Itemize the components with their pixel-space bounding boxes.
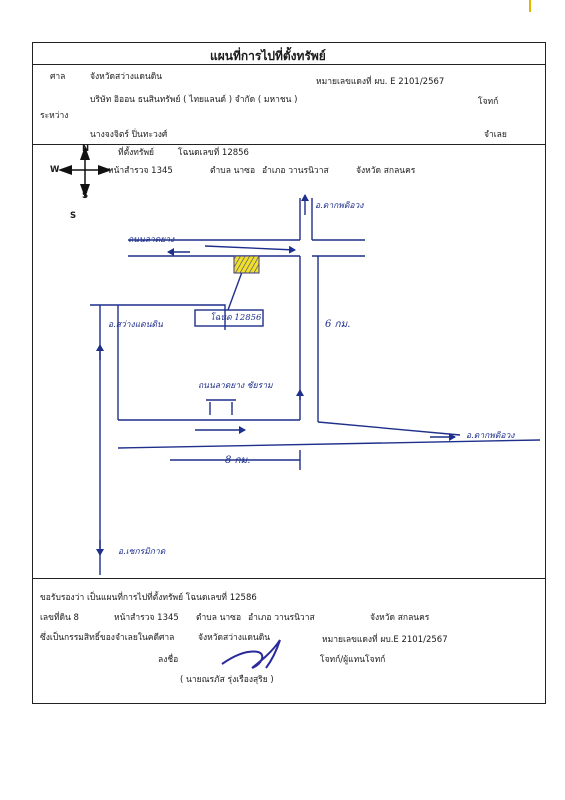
map-label-distance-right: 6 กม.: [325, 319, 351, 330]
footer-court: จังหวัดสว่างแดนดิน: [198, 633, 271, 643]
map-label-left-road: อ.สว่างแดนดิน: [108, 320, 163, 330]
map-label-deed: โฉนด 12856: [210, 313, 262, 323]
defendant-label: จำเลย: [484, 130, 507, 140]
outer-south-label: S: [70, 211, 77, 221]
location-page: หน้าสำรวจ 1345: [108, 166, 173, 176]
footer-sign-label: ลงชื่อ: [158, 655, 179, 665]
plaintiff-label: โจทก์: [478, 97, 499, 107]
defendant-name: นางจงจิตร์ ปิ่นทะวงศ์: [90, 130, 168, 140]
footer-attorney-label: โจทก์/ผู้แทนโจทก์: [320, 655, 386, 665]
location-district: อำเภอ วานรนิวาส: [262, 166, 329, 176]
footer-signer-name: ( นายณรภัส รุ่งเรืองสุริย ): [180, 675, 274, 685]
map-label-south: อ.เซกรมิกาด: [118, 547, 166, 557]
footer-divider: [32, 578, 546, 579]
footer-page: หน้าสำรวจ 1345: [114, 613, 179, 623]
location-deed: โฉนดเลขที่ 12856: [178, 148, 249, 158]
yellow-edge-mark: [529, 0, 531, 12]
footer-certify: ขอรับรองว่า เป็นแผนที่การไปที่ตั้งทรัพย์…: [40, 593, 257, 603]
plaintiff-name: บริษัท อิออน ธนสินทรัพย์ ( ไทยแลนด์ ) จำ…: [90, 95, 298, 105]
case-number: หมายเลขแดงที่ ผบ. E 2101/2567: [316, 77, 445, 87]
map-label-east: อ.ดากพดิอวง: [466, 431, 515, 441]
property-plot: [233, 255, 260, 274]
footer-land-no: เลขที่ดิน 8: [40, 613, 79, 623]
map-label-road-middle: ถนนลาดยาง ชัยราม: [198, 381, 273, 391]
title-underline: [32, 64, 546, 65]
between-label: ระหว่าง: [40, 111, 69, 121]
court-name: จังหวัดสว่างแดนดิน: [90, 72, 163, 82]
document-frame: [32, 42, 546, 704]
location-province: จังหวัด สกลนคร: [356, 166, 416, 176]
page-title: แผนที่การไปที่ตั้งทรัพย์: [210, 49, 326, 63]
footer-case-number: หมายเลขแดงที่ ผบ.E 2101/2567: [322, 635, 448, 645]
location-label: ที่ตั้งทรัพย์: [118, 148, 155, 158]
footer-subdistrict: ตำบล นาซอ: [196, 613, 242, 623]
map-label-north: อ.ดากพดิอวง: [315, 201, 364, 211]
footer-ownership: ซึ่งเป็นกรรมสิทธิ์ของจำเลยในคดีศาล: [40, 633, 175, 643]
footer-province: จังหวัด สกลนคร: [370, 613, 430, 623]
map-label-road-top: ถนนลาดยาง: [128, 235, 175, 245]
compass-west-label: W: [50, 165, 60, 175]
header-divider: [32, 144, 546, 145]
location-subdistrict: ตำบล นาซอ: [210, 166, 256, 176]
court-label: ศาล: [50, 72, 66, 82]
map-label-distance-bottom: 8 กม.: [225, 455, 251, 466]
footer-district: อำเภอ วานรนิวาส: [248, 613, 315, 623]
